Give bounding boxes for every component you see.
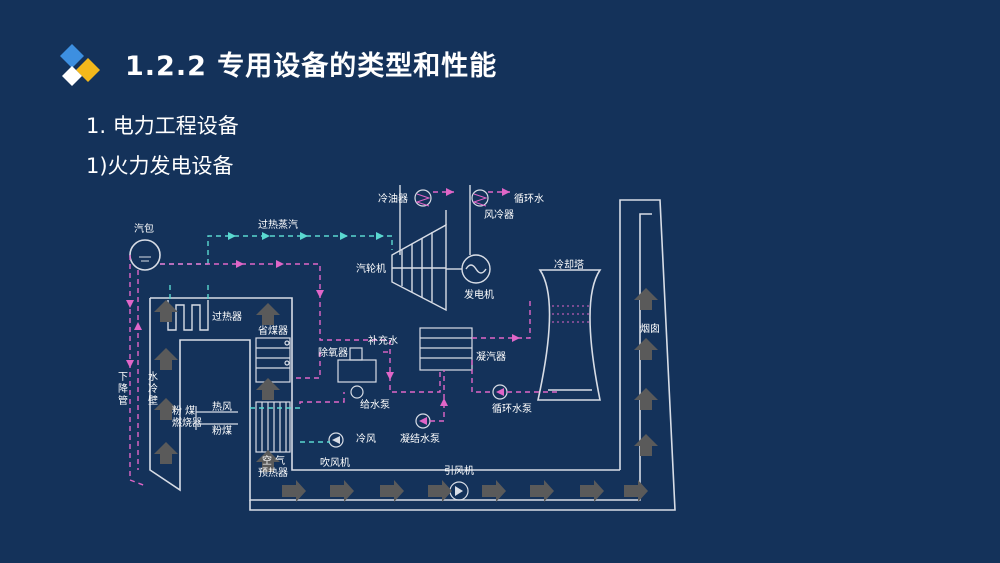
label-downcomer-2: 降: [118, 382, 128, 395]
label-pulverized-coal: 粉煤: [212, 424, 232, 437]
label-hot-air: 热风: [212, 400, 232, 413]
flue-gas-arrows: [154, 288, 658, 502]
label-condenser: 凝汽器: [476, 350, 506, 363]
label-air-preheater-1: 空 气: [262, 454, 285, 467]
water-lines: [129, 191, 560, 487]
page-title: 1.2.2 专用设备的类型和性能: [125, 51, 498, 82]
label-burner-1: 粉 煤: [172, 404, 195, 417]
diamond-logo-icon: [60, 44, 100, 86]
label-water-wall-1: 水: [148, 371, 158, 383]
economizer: [255, 337, 291, 383]
label-cooling-tower: 冷却塔: [554, 258, 584, 271]
deaerator: [337, 347, 377, 383]
label-makeup-water: 补充水: [368, 334, 398, 347]
label-water-wall-3: 壁: [148, 394, 158, 407]
superheater-coil: [167, 300, 209, 331]
label-superheated-steam: 过热蒸汽: [258, 218, 298, 231]
label-water-wall-2: 冷: [148, 382, 158, 395]
label-induced-fan: 引风机: [444, 464, 474, 477]
air-cooler: [471, 189, 489, 207]
label-deaerator: 除氧器: [318, 346, 348, 359]
turbine: [391, 185, 447, 312]
label-drum: 汽包: [134, 222, 154, 235]
label-cold-air: 冷风: [356, 432, 376, 445]
label-superheater: 过热器: [212, 310, 242, 323]
air-preheater: [255, 401, 291, 453]
label-feed-pump: 给水泵: [360, 398, 390, 411]
label-downcomer-1: 下: [118, 372, 128, 383]
label-chimney: 烟囱: [640, 322, 660, 335]
label-air-cooler: 风冷器: [484, 208, 514, 221]
label-condensate-pump: 凝结水泵: [400, 432, 440, 445]
steam-drum: [129, 239, 161, 271]
section-heading: 1. 电力工程设备: [86, 114, 239, 138]
label-economizer: 省煤器: [258, 324, 288, 337]
label-burner-2: 燃烧器: [172, 416, 202, 429]
cooling-spray: [552, 305, 590, 323]
label-turbine: 汽轮机: [356, 262, 386, 275]
subsection-heading: 1)火力发电设备: [86, 154, 234, 178]
generator: [446, 185, 491, 284]
label-blower: 吹风机: [320, 456, 350, 469]
diagram-labels: 汽包 过热蒸汽 冷油器 循环水 风冷器 汽轮机 发电机 冷却塔 烟囱 过热器 省…: [118, 192, 660, 479]
label-circ-pump: 循环水泵: [492, 402, 532, 415]
boiler-structure: [149, 199, 676, 511]
label-oil-cooler: 冷油器: [378, 192, 408, 205]
condenser: [419, 327, 473, 371]
label-downcomer-3: 管: [118, 394, 128, 407]
label-air-preheater-2: 预热器: [258, 466, 288, 479]
oil-cooler: [414, 189, 432, 207]
label-generator: 发电机: [464, 288, 494, 301]
label-circulating-water: 循环水: [514, 192, 544, 205]
